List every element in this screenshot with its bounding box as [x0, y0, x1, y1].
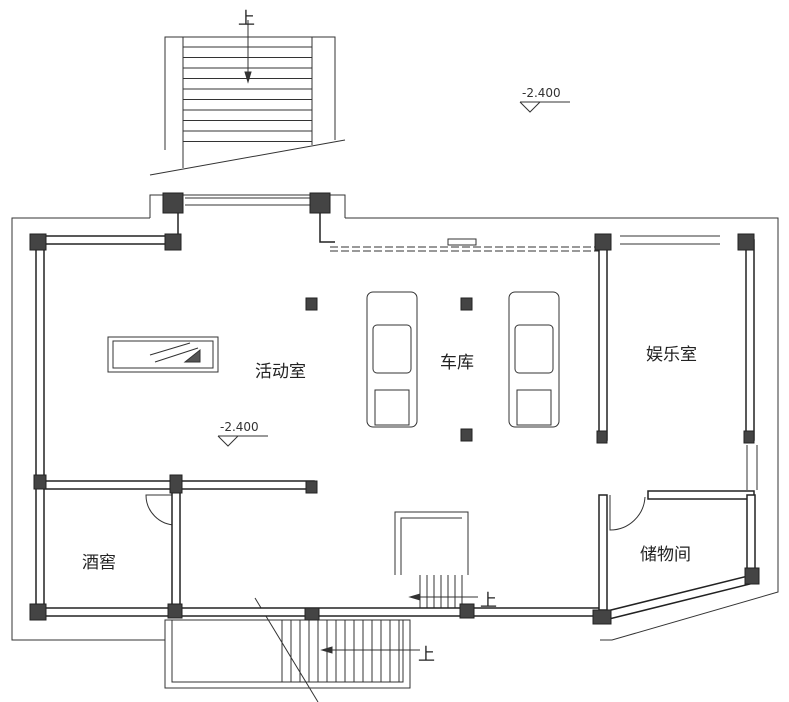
- car-2: [508, 291, 560, 428]
- pool-table: [107, 336, 219, 373]
- room-label-entertainment: 娱乐室: [646, 345, 697, 365]
- site-boundary-right: [345, 217, 779, 641]
- door-storage: [609, 495, 646, 531]
- porch-outline: [149, 194, 346, 218]
- bottom-stairs-rail: [164, 619, 411, 689]
- car-1: [366, 291, 418, 428]
- room-label-garage: 车库: [440, 353, 474, 373]
- wall-bottom: [39, 607, 603, 617]
- site-boundary: [11, 217, 165, 641]
- wall-storage-angled: [602, 574, 755, 621]
- top-stairs-up-label: 上: [238, 9, 255, 29]
- top-stairs: [149, 36, 346, 176]
- bottom-stairs-up-label: 上: [418, 645, 435, 665]
- door-wine-cellar: [145, 494, 177, 526]
- room-label-activity: 活动室: [255, 362, 306, 382]
- room-label-storage: 储物间: [640, 545, 691, 565]
- wall-entertainment: [598, 239, 608, 441]
- elevation-indoor: -2.400: [220, 420, 259, 434]
- wall-left: [35, 239, 45, 613]
- room-label-wine-cellar: 酒窖: [82, 553, 116, 573]
- inner-stairs-up-label: 上: [480, 591, 497, 611]
- columns: [29, 192, 760, 625]
- elevation-outdoor: -2.400: [522, 86, 561, 100]
